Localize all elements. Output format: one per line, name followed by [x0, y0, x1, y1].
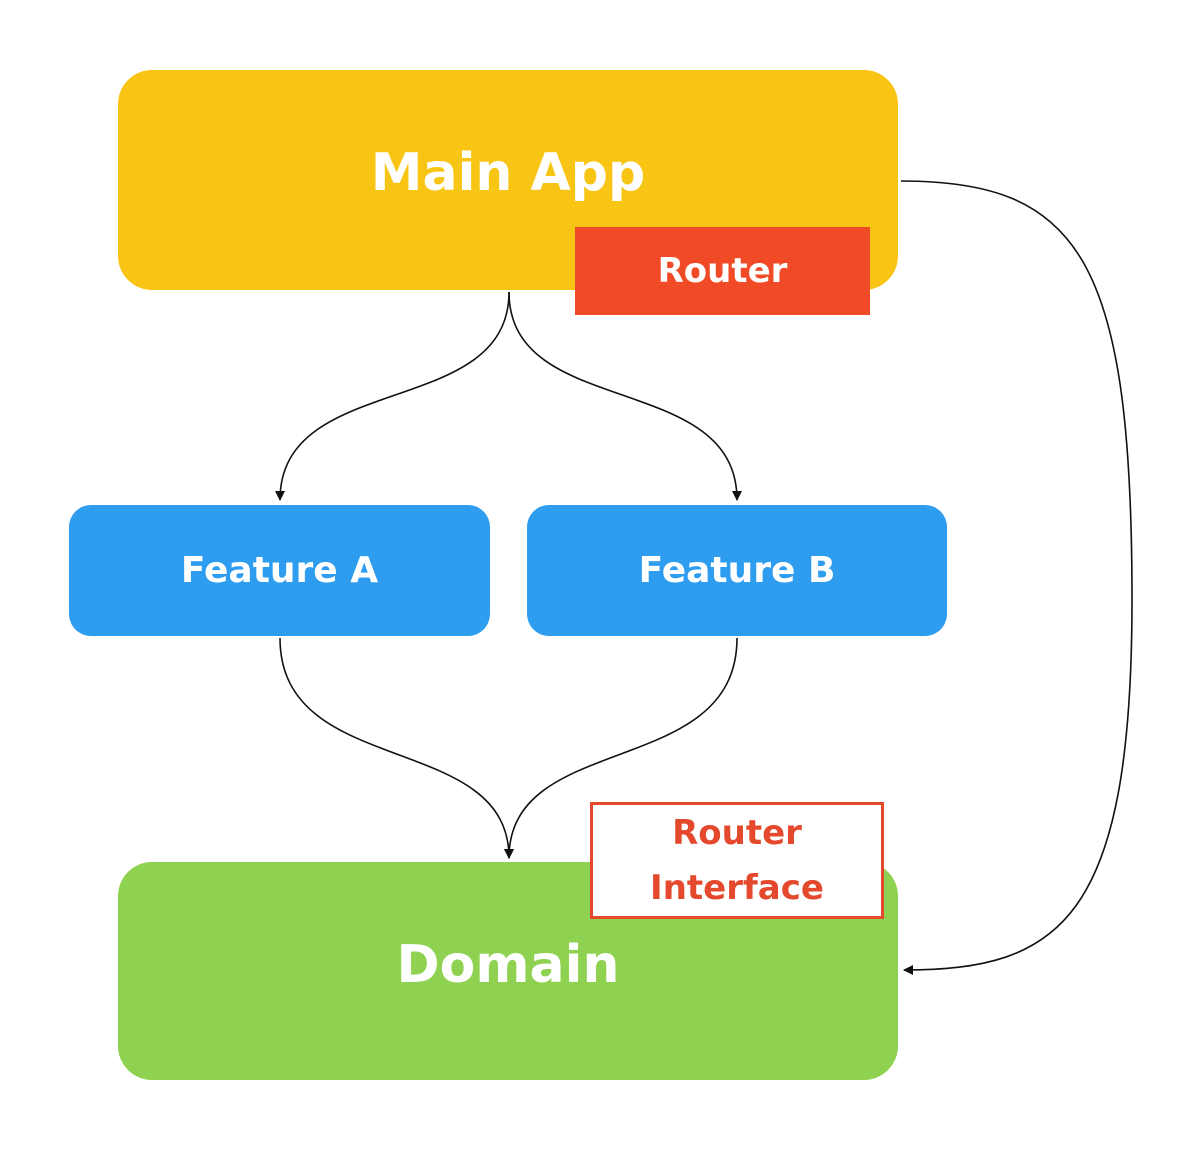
edge-main-to-domain	[900, 180, 1133, 975]
feature-a-label: Feature A	[180, 550, 379, 591]
router-interface-node: Router Interface	[590, 802, 884, 919]
router-node: Router	[575, 227, 870, 315]
main-app-label: Main App	[370, 143, 646, 203]
edge-feature-a-to-domain	[279, 637, 514, 859]
router-interface-line2: Interface	[650, 867, 824, 908]
edge-feature-b-to-domain	[504, 637, 738, 859]
edge-main-to-feature-a	[275, 291, 510, 501]
feature-a-node: Feature A	[69, 505, 490, 636]
feature-b-label: Feature B	[638, 550, 836, 591]
feature-b-node: Feature B	[527, 505, 947, 636]
router-label: Router	[657, 251, 788, 291]
domain-label: Domain	[396, 935, 620, 995]
edge-main-to-feature-b	[508, 291, 742, 501]
router-interface-line1: Router	[672, 812, 802, 853]
